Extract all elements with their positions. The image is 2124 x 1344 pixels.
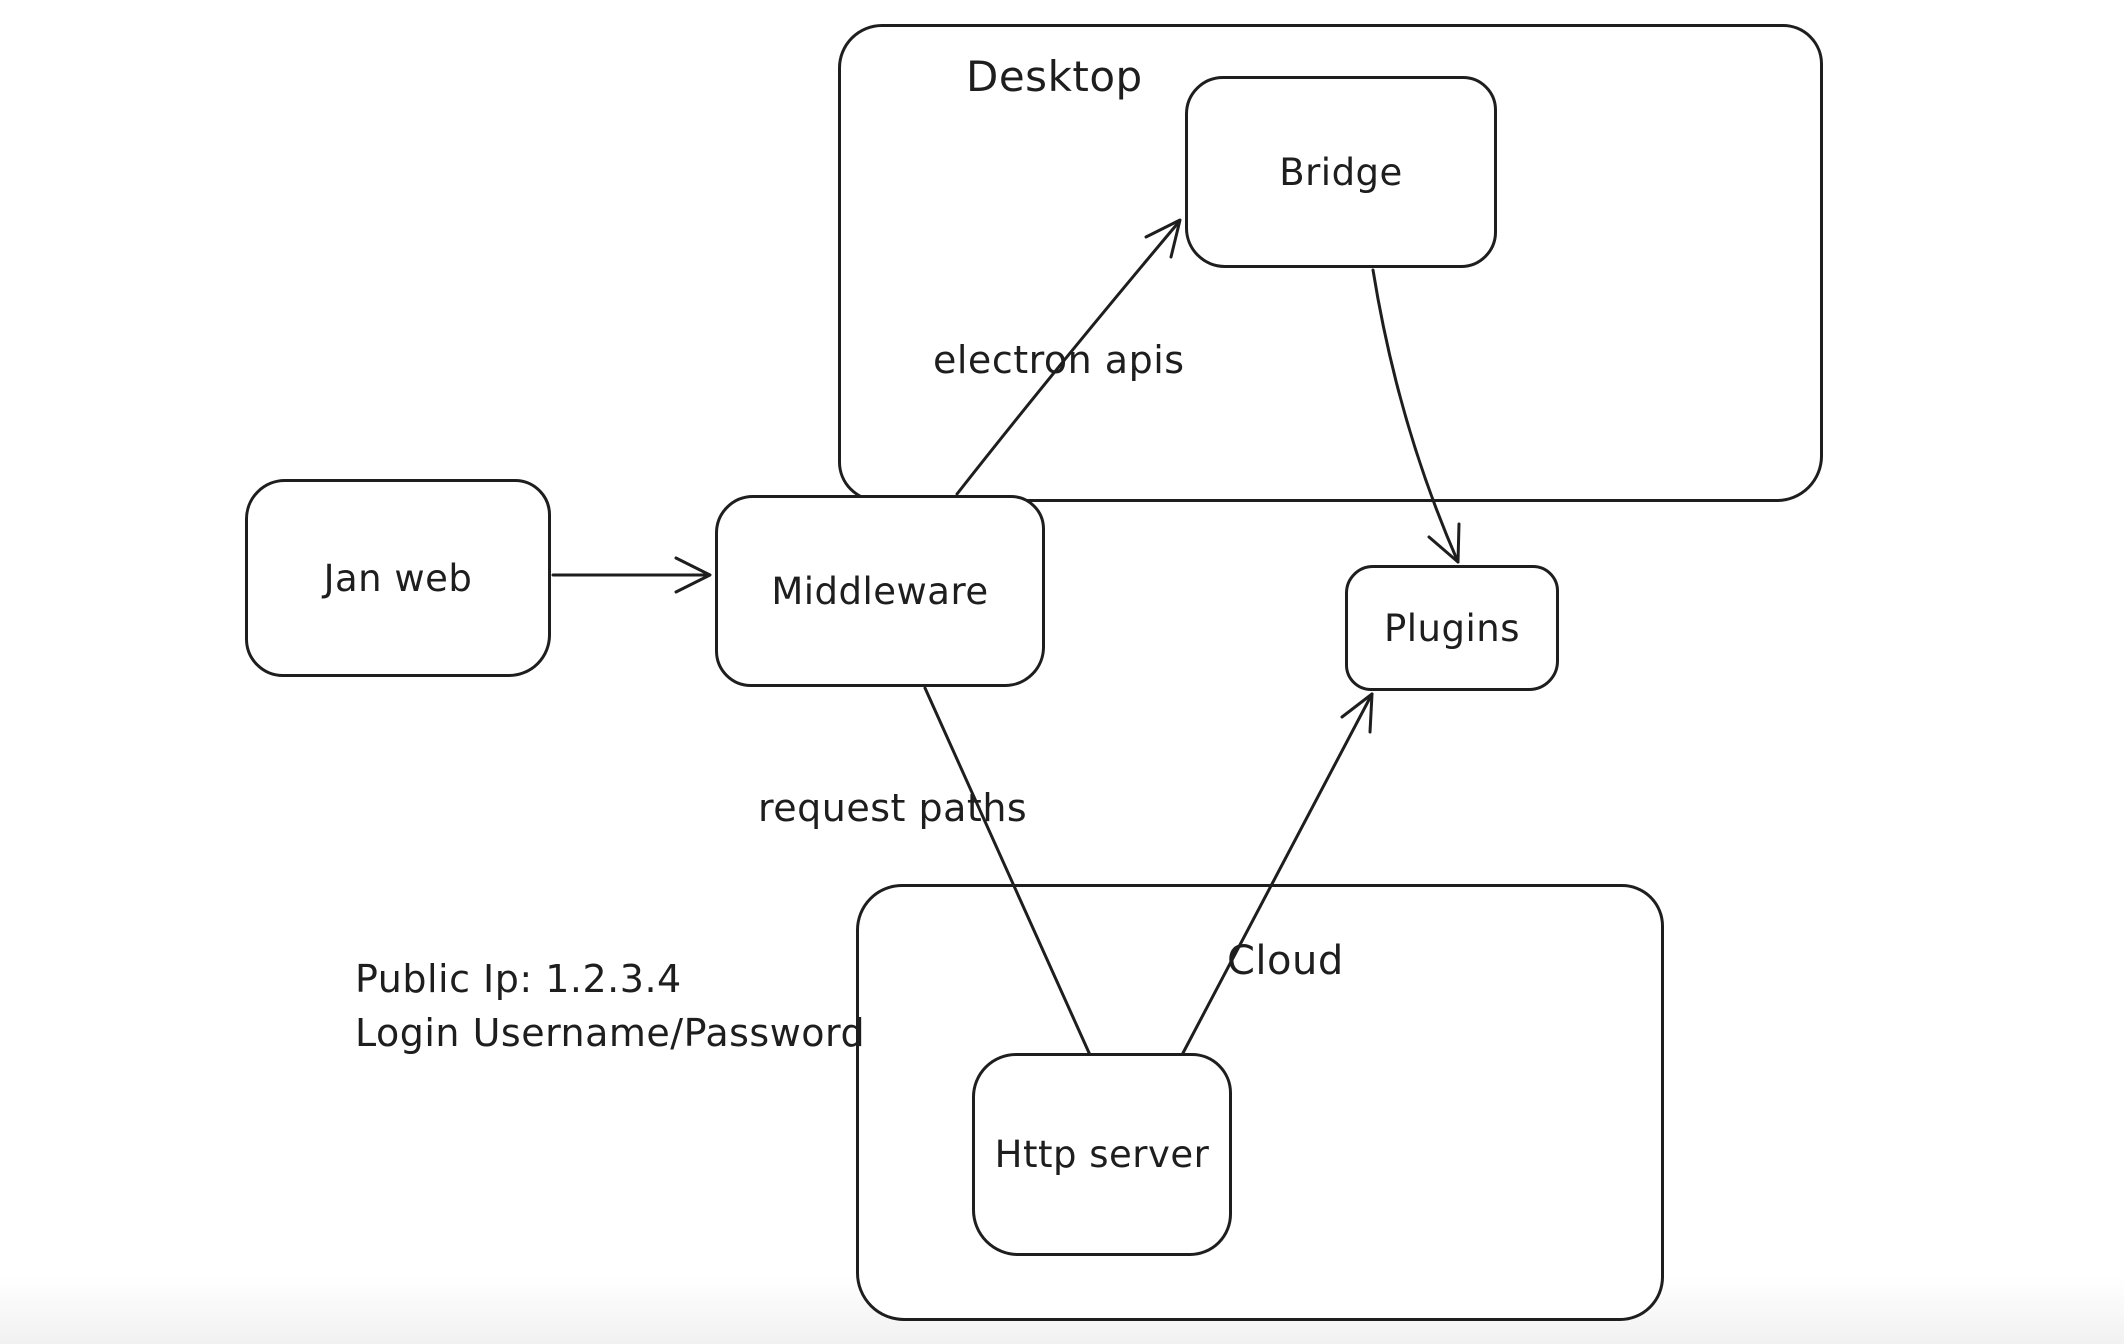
http-server-label: Http server xyxy=(994,1133,1210,1176)
middleware-label: Middleware xyxy=(771,569,989,613)
public-ip-annotation[interactable]: Public Ip: 1.2.3.4 Login Username/Passwo… xyxy=(355,952,865,1060)
node-bridge[interactable]: Bridge xyxy=(1185,76,1497,268)
node-http-server[interactable]: Http server xyxy=(972,1053,1232,1256)
jan-web-label: Jan web xyxy=(323,556,473,600)
edge-bridge-to-plugins-arrow[interactable] xyxy=(1371,268,1461,564)
login-credentials-line: Login Username/Password xyxy=(355,1011,866,1055)
node-middleware[interactable]: Middleware xyxy=(715,495,1045,687)
bridge-label: Bridge xyxy=(1279,150,1403,194)
public-ip-line: Public Ip: 1.2.3.4 xyxy=(355,957,682,1001)
plugins-label: Plugins xyxy=(1383,606,1521,650)
desktop-container-title[interactable]: Desktop xyxy=(966,52,1143,101)
node-plugins[interactable]: Plugins xyxy=(1345,565,1559,691)
request-paths-edge-label[interactable]: request paths xyxy=(758,786,1028,830)
edge-httpserver-to-plugins-arrow[interactable] xyxy=(1181,692,1374,1055)
cloud-container-title[interactable]: Cloud xyxy=(1227,938,1344,984)
electron-apis-edge-label[interactable]: electron apis xyxy=(933,338,1185,382)
edge-janweb-to-middleware-arrow[interactable] xyxy=(551,556,712,594)
node-jan-web[interactable]: Jan web xyxy=(245,479,551,677)
edge-middleware-to-httpserver-line[interactable] xyxy=(923,686,1092,1057)
edge-middleware-to-bridge-arrow[interactable] xyxy=(955,218,1182,496)
